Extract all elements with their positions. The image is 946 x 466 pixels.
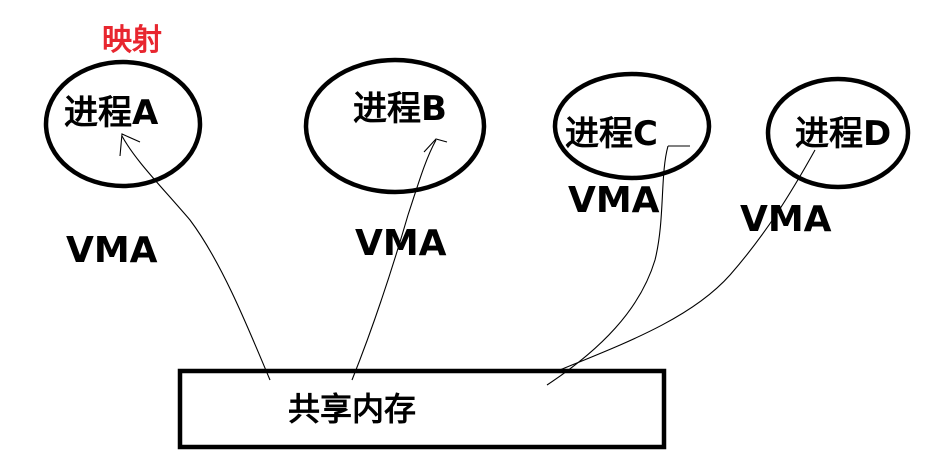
arrowhead-process-b [423, 138, 448, 153]
process-c-ellipse [552, 71, 712, 181]
arrow-to-process-c [546, 145, 669, 386]
vma-label-c: VMA [568, 180, 660, 221]
process-a-ellipse [43, 59, 203, 189]
process-b-label: 进程B [353, 89, 447, 129]
process-b-ellipse [303, 57, 487, 195]
vma-label-a: VMA [66, 230, 158, 271]
shared-memory-label: 共享内存 [288, 390, 417, 428]
process-d-ellipse [765, 76, 911, 190]
mapping-label: 映射 [102, 23, 162, 58]
arrowhead-process-a [119, 133, 141, 157]
arrow-to-process-b [351, 139, 437, 381]
vma-label-b: VMA [355, 223, 447, 264]
arrow-to-process-a [121, 135, 271, 381]
vma-label-d: VMA [740, 199, 832, 240]
arrow-to-process-d [554, 149, 816, 373]
shared-memory-box [177, 368, 667, 450]
process-d-label: 进程D [795, 114, 892, 154]
process-c-label: 进程C [565, 114, 658, 154]
process-a-label: 进程A [64, 93, 159, 133]
